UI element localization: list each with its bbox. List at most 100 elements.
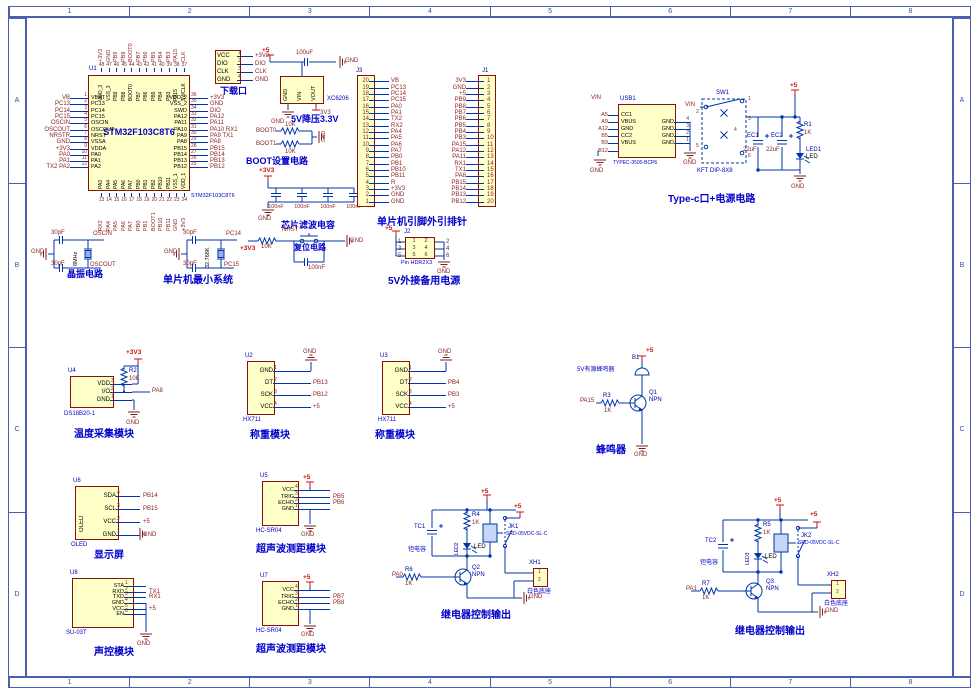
pin-wire: 3 xyxy=(110,378,132,388)
gnd-label: GND xyxy=(791,184,805,190)
u6-pins: SDA 4 PB14 SCL 3 PB15 VCC 2 +5 GND 1 GND xyxy=(92,489,158,541)
net-label: VB xyxy=(61,95,70,102)
pin-number: 5 xyxy=(125,602,128,609)
pin-wire: 3 xyxy=(70,105,88,114)
pin-wire: 4 xyxy=(294,484,330,493)
relay1-title: 继电器控制输出 xyxy=(441,610,511,621)
pin-column: 23 GND xyxy=(173,193,180,231)
pin-row: B5 xyxy=(594,133,618,140)
pin-wire: 3 xyxy=(237,66,253,76)
pin-row: TX2 PA2 12 xyxy=(34,161,88,170)
pin-number: 16 xyxy=(362,103,369,110)
pin-wire: 35 xyxy=(190,98,208,107)
mcu-body[interactable] xyxy=(88,75,190,191)
net-label: PC13 xyxy=(54,101,70,108)
pin-name: OSCIN xyxy=(91,120,109,127)
cap-value: 30pF xyxy=(51,261,65,267)
pin-name: BOOT0 xyxy=(128,84,135,101)
pin-number: 14 xyxy=(362,116,369,123)
u7-body[interactable] xyxy=(262,581,299,626)
pin-row: GND 4 xyxy=(640,116,690,125)
pin-wire: 4 xyxy=(124,596,146,606)
ec2-refdes: EC2 xyxy=(771,133,783,139)
net-label: +3V3 xyxy=(98,49,104,62)
gnd-symbol-weigh2 xyxy=(439,354,453,361)
backup-wires xyxy=(395,236,445,260)
pin-column: 16 PA6 xyxy=(121,193,128,231)
u6-body[interactable] xyxy=(75,486,119,540)
pin-wire xyxy=(369,135,389,141)
pin-row: VCC 5 +5 xyxy=(74,602,161,612)
gnd-label: GND xyxy=(634,452,648,458)
net-label: PB14 xyxy=(143,492,158,499)
usb-body[interactable] xyxy=(618,104,676,158)
grid-col-label: 8 xyxy=(849,678,970,687)
net-label: PA6 xyxy=(120,221,127,231)
grid-col-label: 6 xyxy=(609,678,730,687)
pin-number: 21 xyxy=(158,197,165,203)
pin-number: 5 xyxy=(398,252,402,259)
net-label: PB1 xyxy=(391,160,403,167)
pin-row: SCK 3 PB3 xyxy=(384,389,460,401)
r5-value: 1K xyxy=(763,530,771,536)
typec-wires xyxy=(597,95,811,174)
j1-body[interactable] xyxy=(478,75,496,207)
pin-number: 18 xyxy=(487,186,494,193)
download-port-body[interactable] xyxy=(215,50,241,84)
u3-body[interactable] xyxy=(382,361,410,415)
pin-id: A9 xyxy=(601,118,608,125)
grid-col-label: 7 xyxy=(729,678,850,687)
res-value: 10K xyxy=(261,244,272,250)
pin-row: GND 1 xyxy=(264,603,344,612)
pin-number: 4 xyxy=(365,179,369,186)
pin-wire xyxy=(108,68,110,72)
net-label: PC14 xyxy=(226,231,242,237)
pin-name: SDA xyxy=(103,492,116,499)
pin-number: 36 xyxy=(191,92,197,99)
pin-name: SWD xyxy=(174,107,187,114)
filter-title: 芯片滤波电容 xyxy=(281,220,336,230)
power-label: +5 xyxy=(481,488,489,495)
pin-row: 13 RX2 xyxy=(359,122,406,129)
net-label: PA15 xyxy=(451,141,466,148)
pin-name: PA9 xyxy=(177,132,187,139)
j2-body[interactable] xyxy=(405,237,435,259)
pin-number: 1 xyxy=(398,238,402,245)
pin-wire xyxy=(123,193,125,197)
pin-wire: 3 xyxy=(116,502,140,515)
grid-row-label: C xyxy=(954,347,970,512)
pin-name: GND xyxy=(394,368,408,374)
pin-number: 3 xyxy=(748,116,751,122)
pin-wire xyxy=(131,68,133,72)
pin-number: 4 xyxy=(84,111,87,118)
j2-refdes: J2 xyxy=(404,229,411,235)
cap-value: 100nF xyxy=(268,204,284,210)
pin-id: A5 xyxy=(601,111,608,118)
pin-name: VBAT xyxy=(91,95,105,102)
pin-name: GND xyxy=(661,118,674,125)
u2-body[interactable] xyxy=(247,361,275,415)
u8-body[interactable] xyxy=(72,578,134,628)
pin-number: 1 xyxy=(487,78,491,85)
r5-refdes: R5 xyxy=(763,522,771,528)
net-label: GND xyxy=(173,218,180,231)
pin-wire: 3 xyxy=(674,123,690,132)
j3-body[interactable] xyxy=(357,75,375,207)
pin-row: RX1 14 xyxy=(424,160,493,167)
u5-body[interactable] xyxy=(262,481,299,526)
u4-body[interactable] xyxy=(70,376,114,408)
crystal-freq: 32.768K xyxy=(205,247,211,269)
cap-value: 100nF xyxy=(308,265,326,271)
xh1-body[interactable] xyxy=(533,568,548,587)
pin-number: 4 xyxy=(125,596,128,603)
net-label: CLK xyxy=(180,51,187,62)
regulator-body[interactable] xyxy=(280,76,324,104)
net-label: R xyxy=(391,179,396,186)
xh2-body[interactable] xyxy=(831,580,846,599)
pin-number: 1 xyxy=(686,137,689,144)
pin-number: 9 xyxy=(365,147,369,154)
pin-number: 12 xyxy=(487,147,494,154)
